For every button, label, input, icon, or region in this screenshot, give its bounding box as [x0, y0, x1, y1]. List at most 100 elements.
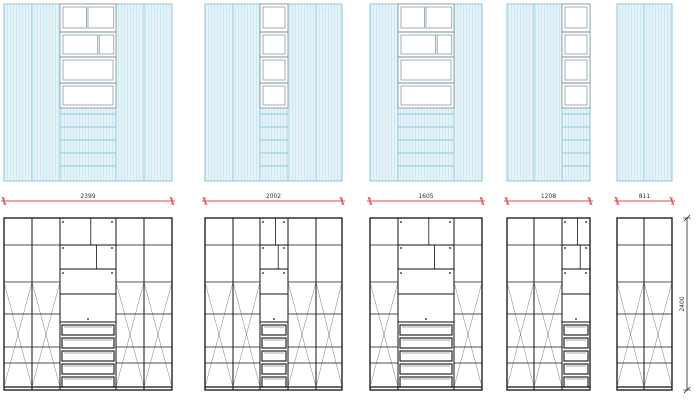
shelf-pin: [400, 247, 402, 249]
frame-w5: [616, 217, 673, 391]
storage-box: [87, 6, 115, 29]
door-swing-diagonal: [31, 281, 61, 388]
shelf-pin: [111, 221, 113, 223]
elevation-w1: [3, 3, 173, 182]
shelf-pin: [400, 272, 402, 274]
shelf-pin: [575, 318, 577, 320]
shelf-pin: [62, 221, 64, 223]
drawer-front: [261, 324, 287, 336]
storage-box: [564, 34, 588, 55]
drawer-front: [261, 350, 287, 362]
door-swing-diagonal: [115, 281, 145, 388]
drawer-front: [399, 350, 453, 362]
frame-drawings: [3, 217, 673, 391]
storage-box: [262, 59, 286, 81]
width-label: 2399: [80, 193, 95, 200]
elevation-body: [616, 3, 673, 182]
storage-box: [400, 59, 452, 81]
storage-box: [400, 85, 452, 106]
width-dimension-w3: 1605: [367, 193, 485, 206]
elevation-w3: [369, 3, 483, 182]
drawer-front: [61, 337, 115, 349]
storage-box: [564, 85, 588, 106]
drawer-front: [61, 350, 115, 362]
width-dimension-w2: 2002: [202, 193, 345, 206]
storage-box: [400, 34, 437, 55]
drawer-front: [61, 363, 115, 375]
width-dimension-w4: 1208: [504, 193, 593, 206]
drawer-front: [261, 363, 287, 375]
width-dimensions: 2399 2002 1605 1208 811: [1, 193, 675, 206]
shelf-pin: [283, 247, 285, 249]
storage-box: [436, 34, 453, 55]
shelf-pin: [273, 318, 275, 320]
storage-box: [98, 34, 115, 55]
drawer-front: [399, 363, 453, 375]
shelf-pin: [564, 221, 566, 223]
shelf-pin: [62, 272, 64, 274]
door-swing-diagonal: [287, 281, 317, 388]
drawer-front: [563, 363, 589, 375]
shelf-pin: [585, 247, 587, 249]
drawer-front: [563, 337, 589, 349]
frame-w3: [369, 217, 483, 391]
storage-box: [62, 34, 99, 55]
width-label: 811: [639, 193, 651, 200]
door-swing-diagonal: [232, 281, 261, 388]
elevation-w2: [204, 3, 343, 182]
storage-box: [262, 34, 286, 55]
door-swing-diagonal: [616, 281, 645, 388]
drawer-front: [399, 337, 453, 349]
storage-box: [262, 85, 286, 106]
drawer-front: [563, 324, 589, 336]
door-swing-diagonal: [204, 281, 234, 388]
shelf-pin: [111, 272, 113, 274]
storage-box: [564, 6, 588, 29]
drawer-front: [563, 376, 589, 388]
height-label: 2400: [679, 296, 686, 311]
shelf-pin: [564, 272, 566, 274]
width-label: 2002: [266, 193, 281, 200]
shelf-pin: [449, 247, 451, 249]
storage-box: [564, 59, 588, 81]
storage-box: [425, 6, 453, 29]
shelf-pin: [585, 272, 587, 274]
width-label: 1605: [418, 193, 433, 200]
open-compartment: [59, 3, 117, 109]
shelf-pin: [585, 221, 587, 223]
height-dimension: 2400: [679, 214, 691, 394]
width-label: 1208: [541, 193, 556, 200]
shelf-pin: [262, 221, 264, 223]
door-swing-diagonal: [143, 281, 173, 388]
open-shelf-area: [259, 3, 289, 109]
shelf-pin: [262, 272, 264, 274]
storage-box: [62, 6, 87, 29]
drawer-front: [261, 376, 287, 388]
door-swing-diagonal: [453, 281, 483, 388]
shelf-pin: [449, 272, 451, 274]
door-swing-diagonal: [533, 281, 563, 388]
open-compartment: [259, 3, 289, 109]
drawer-front: [61, 324, 115, 336]
storage-box: [62, 59, 114, 81]
shelf-pin: [111, 247, 113, 249]
shelf-pin: [400, 221, 402, 223]
drawer-front: [399, 324, 453, 336]
frame-w1: [3, 217, 173, 391]
door-swing-diagonal: [369, 281, 399, 388]
front-elevations: [3, 3, 673, 182]
storage-box: [262, 6, 286, 29]
drawer-front: [261, 337, 287, 349]
shelf-pin: [425, 318, 427, 320]
shelf-pin: [283, 272, 285, 274]
shelf-pin: [262, 247, 264, 249]
frame-w4: [506, 217, 591, 391]
frame-w2: [204, 217, 343, 391]
door-swing-diagonal: [3, 281, 33, 388]
drawer-front: [563, 350, 589, 362]
open-shelf-area: [397, 3, 455, 109]
shelf-pin: [564, 247, 566, 249]
width-dimension-w1: 2399: [1, 193, 175, 206]
drawer-front: [399, 376, 453, 388]
